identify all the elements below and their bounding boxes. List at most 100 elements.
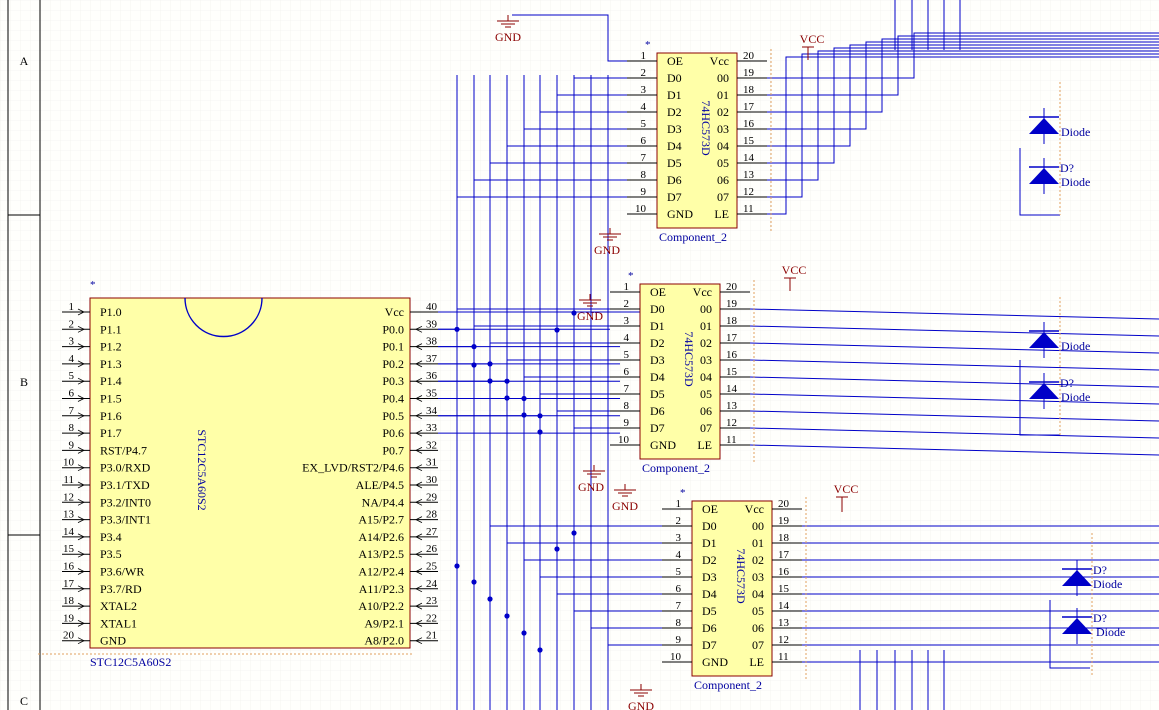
pin-name: P1.1 [100, 322, 122, 336]
gnd-symbol[interactable]: GND [577, 294, 603, 323]
pin-number: 6 [69, 388, 75, 400]
latch-body[interactable] [639, 283, 721, 460]
pin-name: EX_LVD/RST2/P4.6 [302, 461, 404, 475]
gnd-symbol[interactable]: GND [628, 684, 654, 710]
diode-5[interactable]: D?Diode [1062, 608, 1125, 644]
pin-name: 05 [717, 156, 729, 170]
latch-body[interactable] [656, 52, 738, 229]
zone-label-b: B [20, 375, 28, 389]
wire[interactable] [749, 342, 1159, 354]
wire[interactable] [749, 444, 1159, 456]
pin-name: P0.4 [382, 392, 404, 406]
pin-name: D5 [702, 604, 717, 618]
pin-number: 11 [63, 474, 74, 486]
wire[interactable] [749, 410, 1159, 422]
diode-1[interactable]: D?Diode [1029, 158, 1090, 194]
diode-3[interactable]: D?Diode [1029, 373, 1090, 409]
pin-name: D7 [702, 638, 717, 652]
mcu-body[interactable] [89, 297, 411, 649]
pin-io-arrow [415, 498, 423, 506]
pin-number: 17 [778, 549, 790, 561]
latch-comment: Component_2 [659, 230, 727, 244]
gnd-label: GND [628, 699, 654, 710]
wire[interactable] [767, 38, 1159, 113]
wire[interactable] [749, 325, 1159, 337]
gnd-symbol[interactable]: GND [495, 15, 521, 44]
wire[interactable] [767, 32, 1159, 79]
gnd-symbol[interactable]: GND [612, 484, 638, 513]
junction-dot [454, 326, 460, 332]
pin-io-arrow [77, 343, 85, 350]
pin-name: P3.6/WR [100, 565, 144, 579]
pin-name: OE [650, 285, 666, 299]
pin-number: 19 [63, 612, 75, 624]
vcc-symbol[interactable]: VCC [834, 482, 859, 512]
pin-name: ALE/P4.5 [356, 478, 404, 492]
pin-number: 2 [676, 515, 682, 527]
pin-name: 01 [752, 536, 764, 550]
pin-io-arrow [415, 343, 423, 350]
wire[interactable] [1049, 600, 1090, 669]
diode-triangle [1029, 383, 1059, 399]
pin-number: 18 [63, 595, 75, 607]
junction-dot [454, 563, 460, 569]
diode-0[interactable]: Diode [1029, 108, 1090, 144]
wire[interactable] [1019, 360, 1060, 436]
pin-io-arrow [415, 533, 423, 541]
vcc-symbol[interactable]: VCC [782, 263, 807, 291]
pin-number: 12 [743, 186, 754, 198]
pin-io-arrow [415, 429, 423, 437]
pin-number: 2 [69, 318, 75, 330]
pin-io-arrow [415, 550, 423, 558]
junction-dot [487, 361, 493, 367]
junction-dot [471, 362, 477, 368]
pin-number: 15 [726, 366, 738, 378]
pin-name: 06 [700, 404, 712, 418]
pin-io-arrow [77, 550, 85, 558]
diode-triangle [1029, 332, 1059, 348]
pin-io-arrow [77, 498, 85, 506]
pin-name: 00 [752, 519, 764, 533]
pin-number: 15 [778, 583, 790, 595]
latch-body[interactable] [691, 500, 773, 677]
pin-number: 21 [426, 630, 437, 642]
wire[interactable] [767, 35, 1159, 96]
wire[interactable] [767, 41, 1159, 130]
gnd-symbol[interactable]: GND [594, 228, 621, 257]
wire[interactable] [1019, 148, 1060, 216]
wire[interactable] [767, 50, 1159, 181]
diode-4[interactable]: D?Diode [1062, 560, 1122, 596]
wire[interactable] [512, 14, 627, 62]
pin-name: D6 [667, 173, 682, 187]
wire[interactable] [767, 53, 1159, 198]
junction-dot [471, 344, 477, 350]
wire-layer[interactable] [438, 0, 1159, 710]
wire[interactable] [749, 376, 1159, 388]
gnd-symbol[interactable]: GND [578, 465, 605, 494]
diode-2[interactable]: Diode [1029, 322, 1090, 358]
wire[interactable] [749, 393, 1159, 405]
pin-number: 6 [676, 583, 682, 595]
pin-number: 13 [63, 509, 75, 521]
pin-number: 35 [426, 388, 438, 400]
pin-number: 17 [743, 101, 755, 113]
pin-number: 39 [426, 318, 438, 330]
wire[interactable] [749, 308, 1159, 320]
pin-number: 28 [426, 509, 438, 521]
vcc-symbol[interactable]: VCC [800, 32, 825, 60]
wire[interactable] [767, 44, 1159, 147]
wire[interactable] [767, 56, 1159, 215]
pin-name: P0.0 [382, 322, 404, 336]
junction-dot [521, 630, 527, 636]
wire[interactable] [767, 47, 1159, 164]
pin-number: 3 [676, 532, 682, 544]
wire[interactable] [749, 427, 1159, 439]
wire[interactable] [749, 359, 1159, 371]
